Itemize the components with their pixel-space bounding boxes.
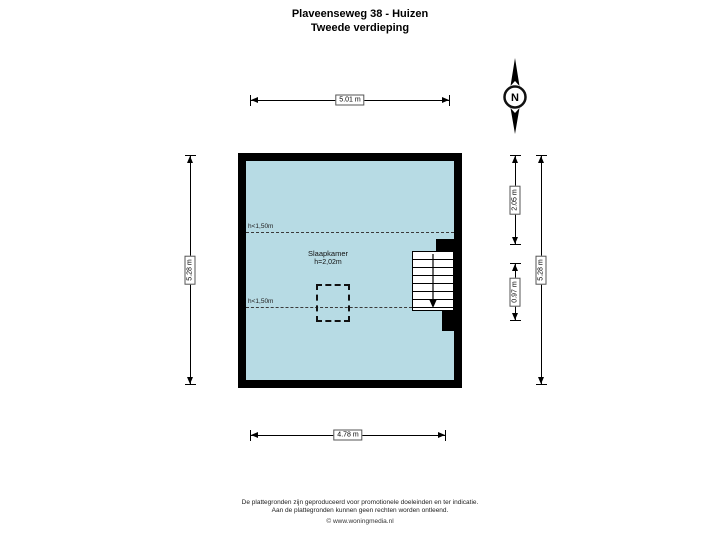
page-title: Plaveenseweg 38 - Huizen [291,8,429,20]
dimension-label-top: 5.01 m [335,94,365,106]
stair-direction-arrow [429,254,437,308]
compass-north-icon: N [497,58,533,134]
title-block: Plaveenseweg 38 - Huizen Tweede verdiepi… [0,7,720,35]
compass-label: N [511,92,519,104]
ceiling-height-line-top [246,232,454,233]
staircase [412,251,454,311]
compass-svg: N [503,58,527,134]
disclaimer-line-1: De plattegronden zijn geproduceerd voor … [241,499,479,506]
disclaimer-line-2: Aan de plattegronden kunnen geen rechten… [271,507,449,514]
floor-plan: h<1,50m h<1,50m Slaapkamer h=2,02m [238,153,462,388]
footer-disclaimer: De plattegronden zijn geproduceerd voor … [0,499,720,526]
skylight-outline [316,284,350,322]
dimension-label-right-lower: 0.97 m [509,277,521,307]
page-subtitle: Tweede verdieping [310,22,410,34]
wall-stub-above-stairs [436,239,454,251]
room-name: Slaapkamer [307,249,349,258]
credit-line: © www.woningmedia.nl [326,518,394,525]
floor-plan-interior: h<1,50m h<1,50m Slaapkamer h=2,02m [246,161,454,380]
dimension-label-right-upper: 2.05 m [509,185,521,215]
ceiling-height-label-bottom: h<1,50m [248,298,274,305]
room-label: Slaapkamer h=2,02m [246,249,410,267]
dimension-label-bottom: 4.78 m [333,429,363,441]
ceiling-height-label-top: h<1,50m [248,223,274,230]
dimension-label-left: 5.28 m [184,255,196,285]
room-ceiling-height: h=2,02m [314,259,342,266]
dimension-label-right-outer: 5.28 m [535,255,547,285]
wall-stub-below-stairs [442,311,454,331]
ceiling-height-line-bottom [246,307,412,308]
